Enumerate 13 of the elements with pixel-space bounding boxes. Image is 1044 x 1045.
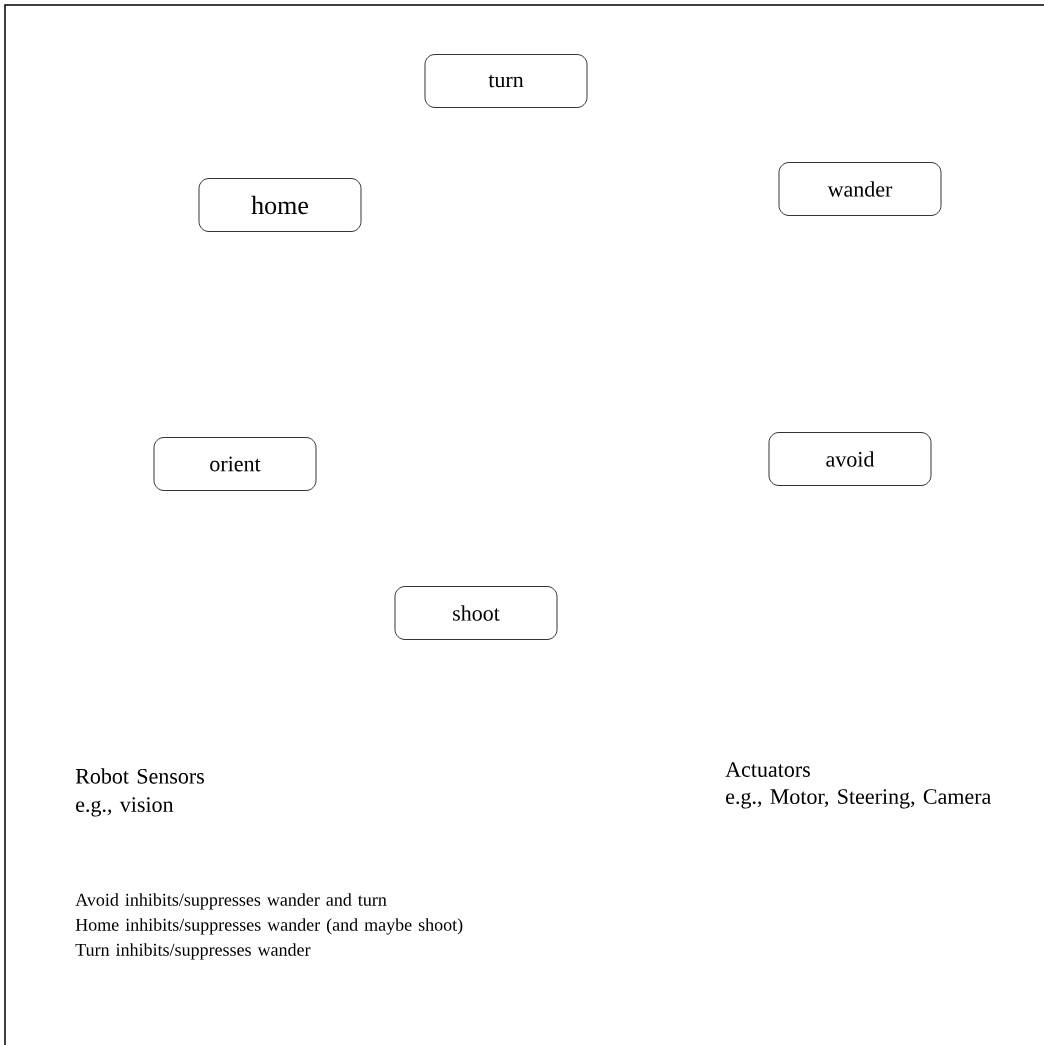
behavior-box: shoot	[394, 586, 558, 640]
text-label: e.g., Motor, Steering, Camera	[726, 789, 991, 809]
text-label: Avoid inhibits/suppresses wander and turn	[75, 893, 387, 910]
text-label: Actuators	[725, 762, 810, 777]
behavior-box: avoid	[768, 432, 932, 486]
text-label: Robot Sensors	[75, 768, 204, 784]
behavior-box: orient	[153, 437, 317, 491]
text-label: Home inhibits/suppresses wander (and maybe shoot)	[75, 918, 463, 935]
behavior-box: turn	[424, 54, 588, 108]
behavior-box: home	[198, 178, 362, 232]
text-label: Turn inhibits/suppresses wander	[75, 943, 311, 960]
text-label: e.g., vision	[76, 797, 174, 817]
behavior-box: wander	[778, 162, 942, 216]
